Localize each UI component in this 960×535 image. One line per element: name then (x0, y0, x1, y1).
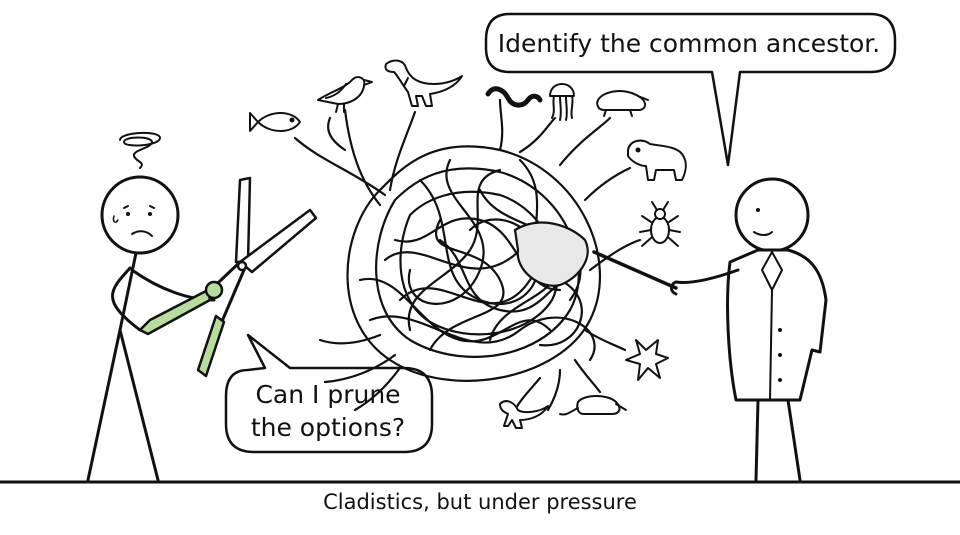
beetle-icon (639, 201, 681, 247)
shears-icon (138, 176, 318, 378)
rodent-icon (596, 90, 649, 117)
mouse-icon (559, 395, 627, 416)
scientist-figure (670, 177, 828, 482)
student-speech-text: Can I prune the options? (230, 378, 426, 444)
scientist-speech-bubble (484, 12, 897, 167)
dizzy-swirl-icon (119, 132, 161, 169)
student-speech-line-1: Can I prune (255, 380, 401, 409)
dinosaur-icon (384, 59, 463, 107)
worm-icon (485, 86, 543, 108)
starfish-icon (625, 339, 669, 381)
bird-icon (317, 76, 373, 113)
jellyfish-icon (549, 83, 575, 121)
fish-icon (249, 112, 301, 132)
tangled-phylogeny (293, 98, 642, 412)
scientist-speech-text: Identify the common ancestor. (497, 29, 881, 58)
pointer-stick-icon (592, 250, 678, 290)
lizard-icon (499, 400, 549, 429)
student-figure (86, 132, 216, 482)
lab-coat (726, 248, 828, 402)
comic-caption: Cladistics, but under pressure (323, 490, 637, 514)
student-speech-line-2: the options? (250, 413, 406, 442)
student-speech-bubble (224, 333, 434, 454)
bear-icon (627, 139, 687, 181)
